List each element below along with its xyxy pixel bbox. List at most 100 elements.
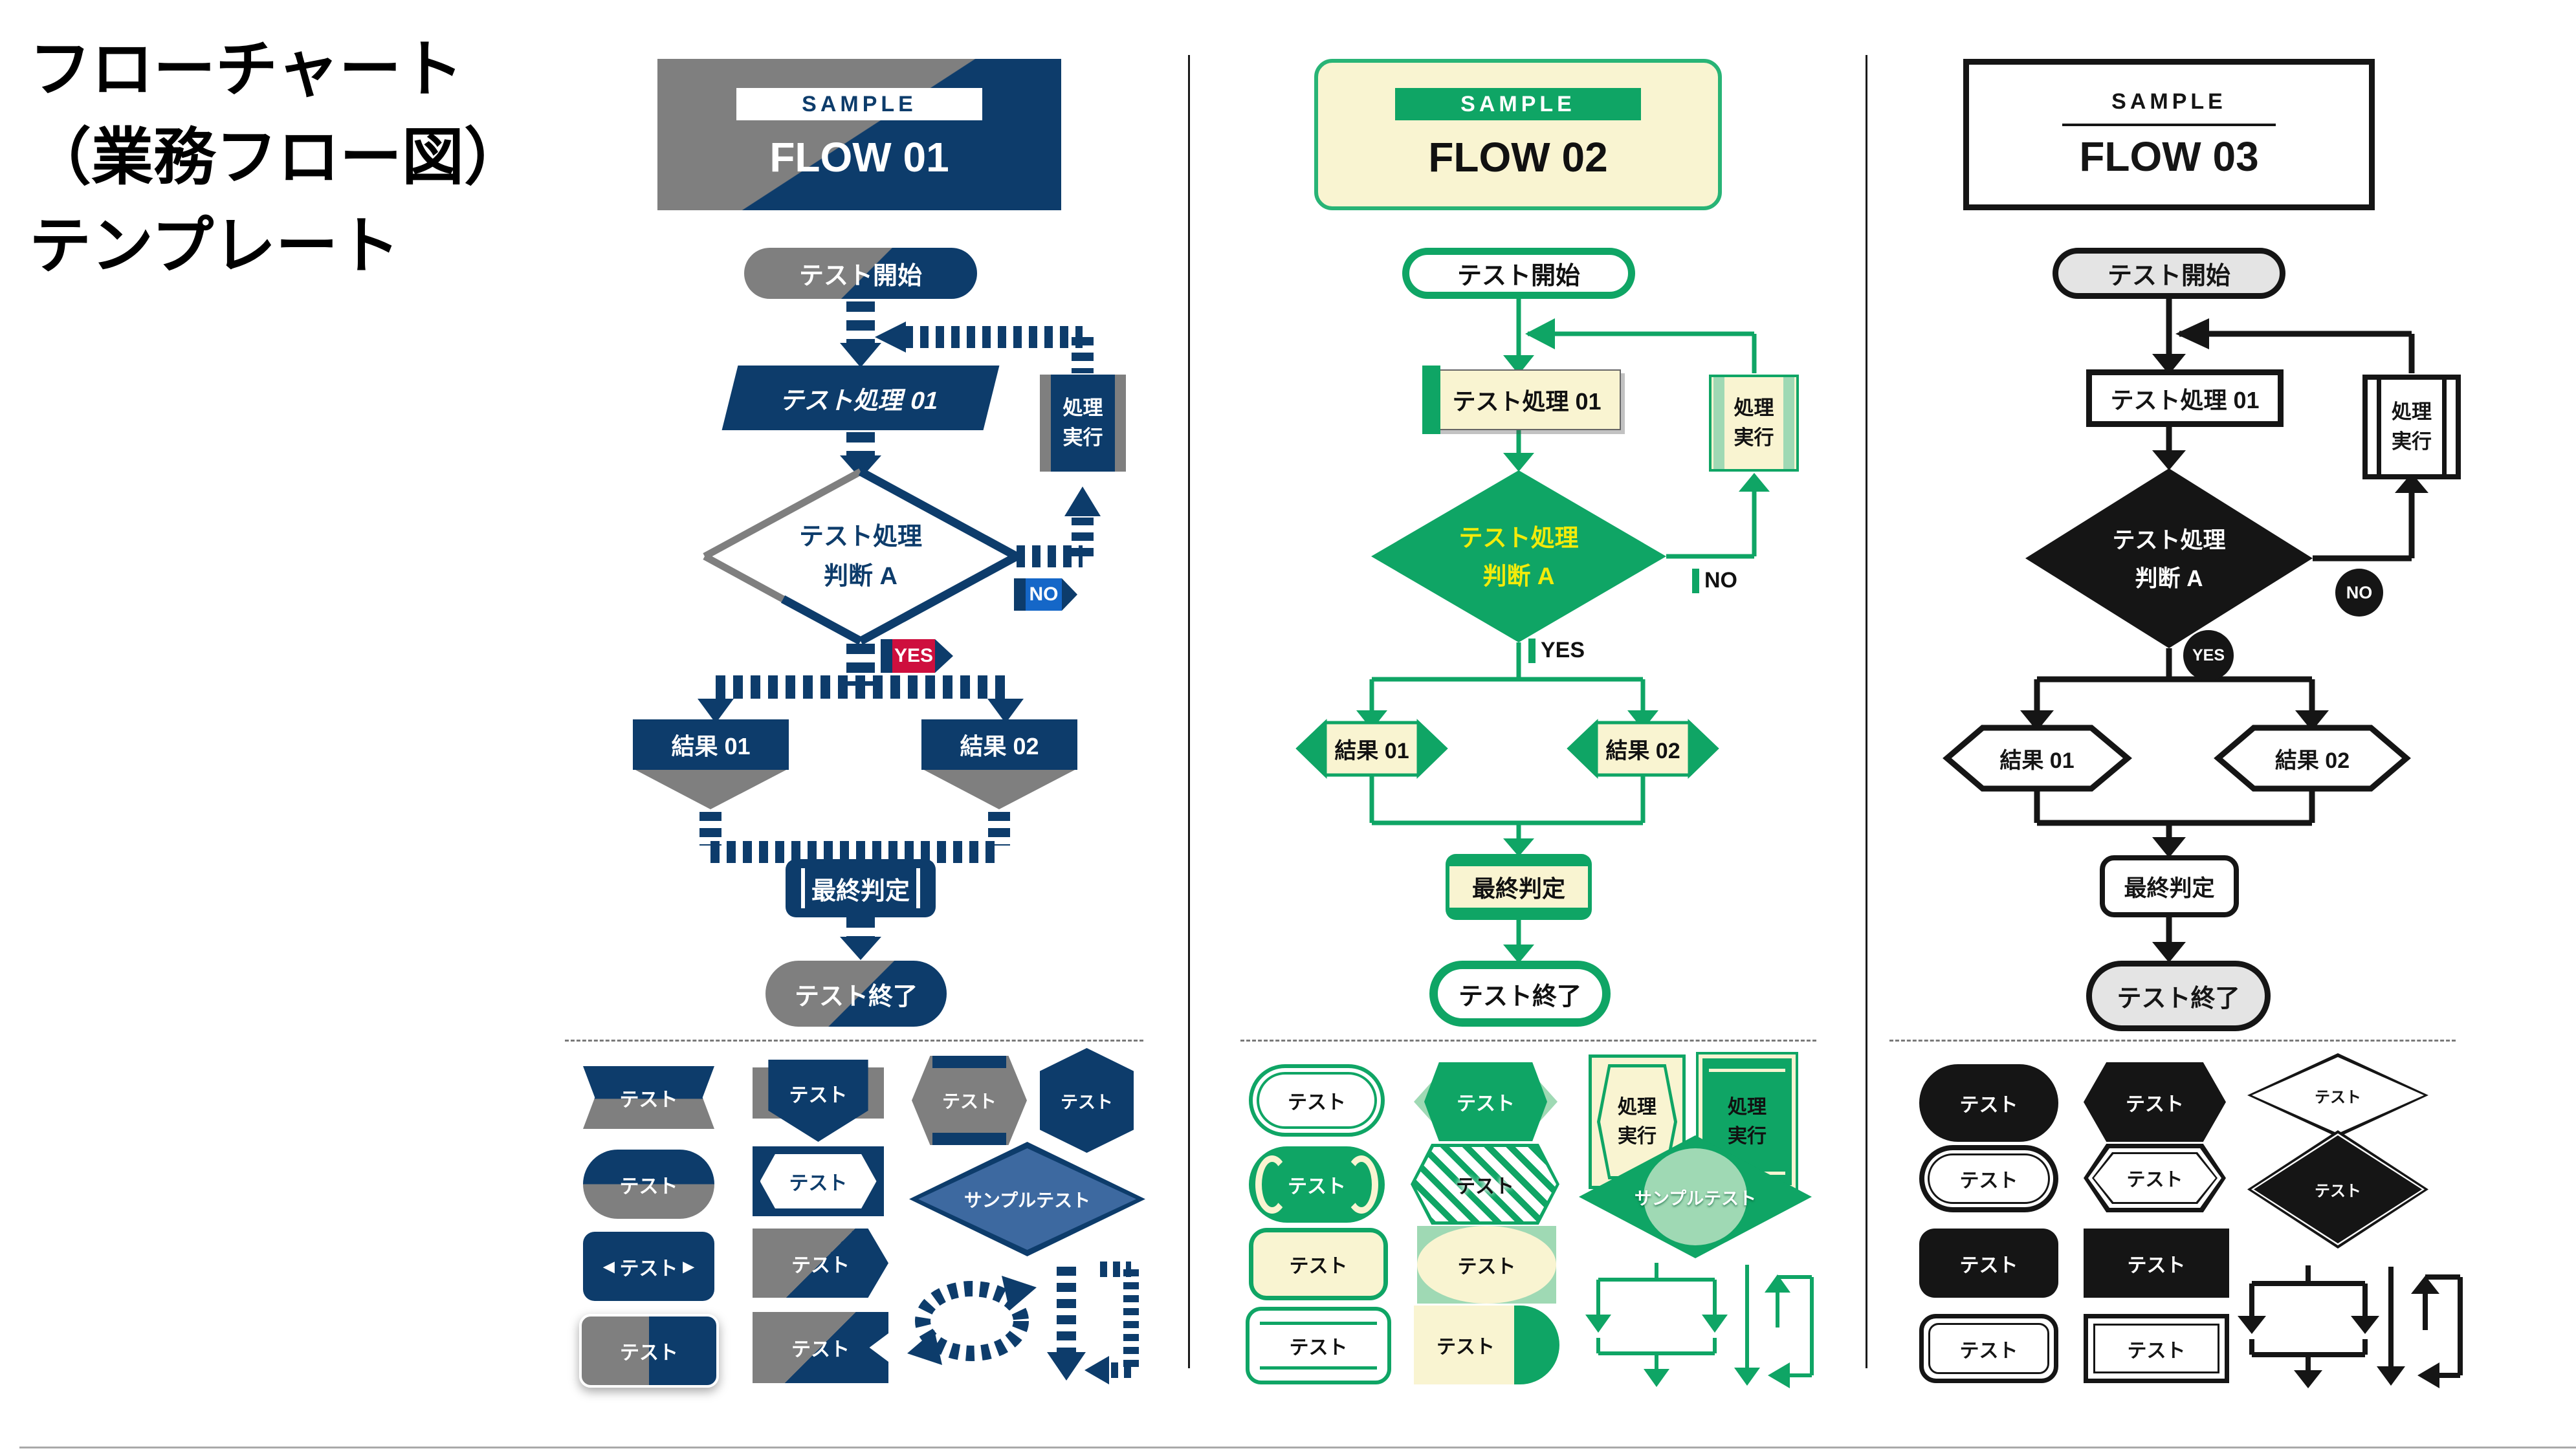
flow02-palette-exec-cream-label: 処理 実行	[1592, 1058, 1682, 1186]
flow02-yes-label: YES	[1541, 638, 1585, 662]
flow03-palette-divider	[1889, 1040, 2456, 1042]
flow02-palette-crescent-left	[1255, 1155, 1289, 1214]
flow02-palette-arrow-hexagon-label: テスト	[1424, 1062, 1547, 1141]
flow02-palette-oval-card: テスト	[1417, 1226, 1556, 1304]
flow02-process1-label: テスト処理 01	[1452, 388, 1602, 415]
flow01-decision-diamond	[703, 468, 1019, 645]
flow03-decision-line2: 判断 A	[2135, 566, 2203, 591]
flow03-palette-black-hexagon: テスト	[2084, 1062, 2226, 1142]
flow03-palette-black-pill: テスト	[1919, 1064, 2058, 1142]
flow01-palette-chevron-shape: テスト	[753, 1229, 888, 1298]
flow02-palette-double-pill: テスト	[1249, 1064, 1385, 1137]
flow03-palette-double-rect: テスト	[2084, 1314, 2229, 1383]
flow03-final-node: 最終判定	[2100, 855, 2239, 917]
page-title-line1: フローチャート	[29, 35, 464, 104]
flow02-palette-lined-card: テスト	[1246, 1307, 1391, 1384]
flow02-sample-label: SAMPLE	[1460, 91, 1576, 116]
flow02-palette-corner-card-label: テスト	[1253, 1232, 1383, 1296]
flow02-loop-arrow-icon	[1765, 1274, 1814, 1388]
flow01-end-node: テスト終了	[765, 961, 947, 1027]
flow03-palette-double-pill-label: テスト	[1928, 1153, 2050, 1204]
flow02-decision-diamond	[1371, 470, 1666, 642]
flow02-start-node: テスト開始	[1402, 248, 1635, 299]
flow01-yes-label: YES	[892, 639, 935, 673]
flow03-decision-label: テスト処理 判断 A	[2046, 511, 2292, 608]
flow03-exec-line2: 実行	[2392, 430, 2432, 453]
flow01-sample-label: SAMPLE	[802, 91, 917, 116]
flow01-loop-arrow-icon	[1084, 1262, 1139, 1384]
flow01-no-badge-tip	[1062, 578, 1077, 611]
flow01-connectors	[698, 301, 1101, 960]
flow03-palette-black-rect: テスト	[2084, 1229, 2229, 1298]
flow02-final-node: 最終判定	[1446, 854, 1592, 920]
flow02-palette-exec-green-line2: 実行	[1728, 1126, 1767, 1147]
flow02-result1-label: 結果 01	[1334, 739, 1409, 763]
flow03-decision-diamond	[2025, 468, 2313, 648]
flow02-exec-line2: 実行	[1734, 426, 1774, 449]
flow02-process1-node: テスト処理 01	[1422, 366, 1621, 434]
flow01-palette-wave-shape: テスト	[583, 1066, 714, 1129]
flow01-yes-badge-bar	[881, 639, 892, 673]
flow02-yes-tick	[1528, 638, 1536, 663]
flow01-rotate-arrows-icon	[907, 1276, 1037, 1365]
flow01-header: SAMPLE FLOW 01	[657, 59, 1061, 210]
flow02-palette-striped-hexagon: テスト	[1411, 1144, 1559, 1225]
flow02-palette-capped-card: テスト	[1414, 1306, 1559, 1384]
flow02-yes-badge: YES	[1528, 638, 1585, 663]
flow02-down-arrow-icon	[1734, 1265, 1760, 1386]
flow02-palette-exec-green-line1: 処理	[1728, 1097, 1767, 1118]
flow02-palette-capped-card-label: テスト	[1437, 1337, 1495, 1358]
flow01-start-node: テスト開始	[744, 248, 977, 299]
flow03-loop-arrow-icon	[2411, 1274, 2463, 1388]
flow01-palette-hexagon-inset-label: テスト	[760, 1154, 877, 1208]
flow01-palette-arrows-pill-label: テスト	[619, 1258, 678, 1280]
page-title-line3: テンプレート	[29, 211, 401, 281]
column-divider-2	[1866, 55, 1867, 1368]
flow01-palette-arrows-pill: ◀ テスト ▶	[583, 1232, 714, 1301]
flow02-title: FLOW 02	[1428, 134, 1608, 180]
flow01-exec-line2: 実行	[1062, 426, 1103, 449]
flow01-palette-hexagon-capped: テスト	[912, 1056, 1027, 1145]
flow02-result-shapes	[1295, 719, 1719, 779]
flow01-palette-badge-shape: テスト	[753, 1060, 884, 1142]
flow02-decision-label: テスト処理 判断 A	[1396, 508, 1642, 606]
flow02-palette-oval-card-label: テスト	[1417, 1226, 1556, 1304]
flow01-exec-line1: 処理	[1062, 396, 1103, 419]
flow03-title: FLOW 03	[2079, 133, 2259, 180]
flow03-no-label: NO	[2346, 582, 2373, 602]
flow03-yes-label: YES	[2192, 646, 2225, 664]
flow01-sample-badge: SAMPLE	[736, 88, 982, 120]
flow02-no-label: NO	[1704, 568, 1737, 593]
flow02-sample-badge: SAMPLE	[1395, 88, 1641, 120]
flow01-no-badge-bar	[1014, 578, 1026, 611]
flow03-result-shapes	[1943, 725, 2411, 792]
flow02-final-node-band	[1449, 866, 1588, 908]
flow01-yes-badge-tip	[935, 639, 953, 673]
flow02-decision-line2: 判断 A	[1482, 563, 1555, 589]
flow03-exec-node: 処理 実行	[2362, 375, 2461, 479]
flow02-exec-node: 処理 実行	[1709, 375, 1799, 472]
flow02-palette-crescent-right	[1345, 1155, 1378, 1214]
flow01-palette-hexagon-inset-rect: テスト	[753, 1146, 884, 1216]
flow03-yes-circle	[2183, 630, 2234, 681]
flow03-start-node: テスト開始	[2053, 248, 2285, 299]
page-title: フローチャート （業務フロー図） テンプレート	[29, 26, 526, 290]
flow02-end-node: テスト終了	[1429, 961, 1611, 1027]
left-triangle-icon: ◀	[603, 1258, 615, 1274]
flow02-palette-exec-cream-line2: 実行	[1618, 1126, 1657, 1147]
flow03-end-node: テスト終了	[2086, 961, 2271, 1031]
flow02-palette-arrow-hexagon: テスト	[1414, 1062, 1558, 1141]
flow03-result1-label: 結果 01	[1999, 748, 2075, 773]
flow01-result1-node: 結果 01	[633, 719, 789, 770]
flow02-palette-corner-card: テスト	[1249, 1228, 1388, 1300]
flow01-palette-split-pill: テスト	[583, 1150, 714, 1219]
flow02-final-label: 最終判定	[1471, 875, 1565, 902]
flow02-palette-sample-diamond-label: サンプルテスト	[1634, 1188, 1757, 1208]
flow01-no-badge: NO	[1014, 578, 1077, 611]
flow01-palette-divider	[565, 1040, 1143, 1042]
flow01-no-label: NO	[1026, 578, 1062, 611]
flow01-process1-node: テスト処理 01	[721, 366, 1000, 430]
flow03-no-circle	[2335, 569, 2383, 617]
flow02-process1-accent-bar	[1422, 366, 1440, 434]
flow03-down-arrow-icon	[2377, 1267, 2405, 1386]
